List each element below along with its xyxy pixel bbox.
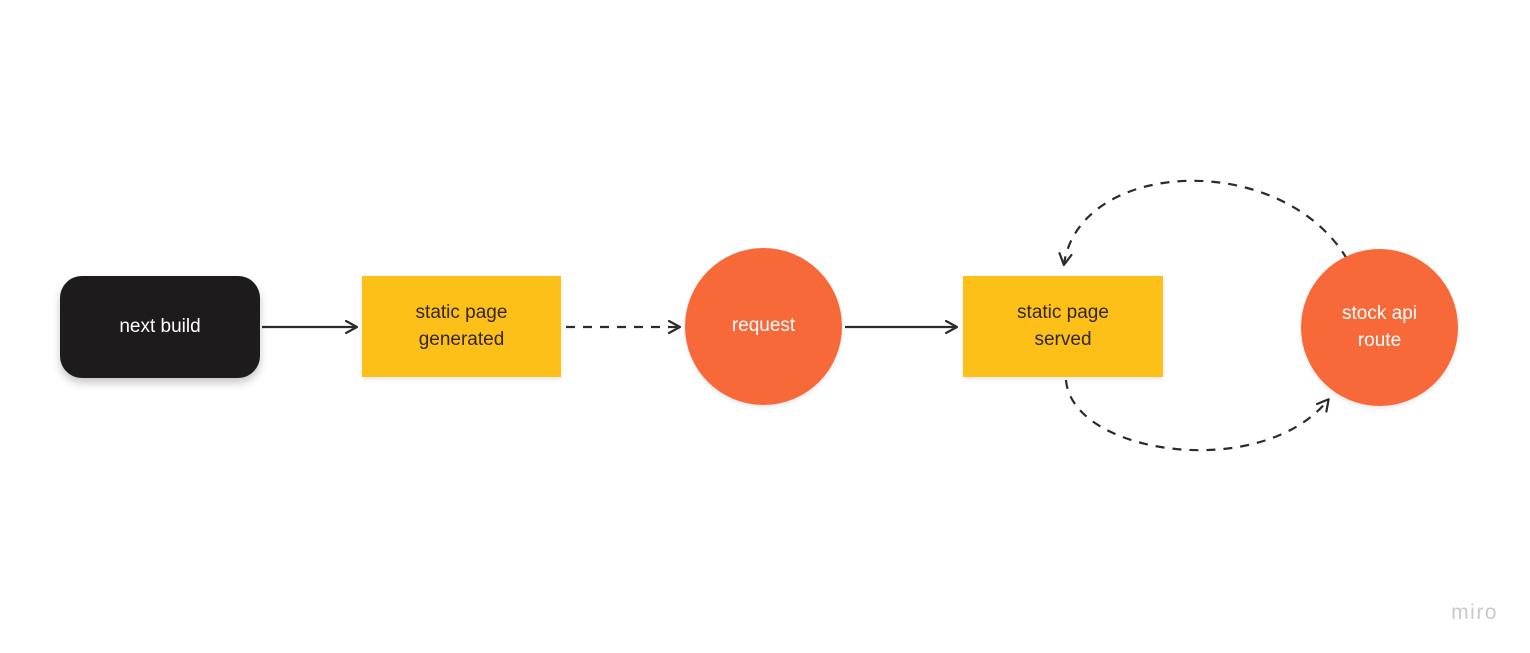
node-static-page-served[interactable]: static page served — [963, 276, 1163, 377]
node-request-label: request — [731, 315, 796, 337]
miro-watermark: miro — [1451, 601, 1498, 624]
node-static-page-generated-label: static page generated — [415, 302, 508, 350]
node-next-build[interactable]: next build — [60, 276, 260, 378]
node-static-page-served-label: static page served — [1017, 302, 1109, 350]
connector-static-page-served-to-stock-api-route[interactable] — [1064, 379, 1330, 452]
node-request[interactable]: request — [685, 248, 842, 405]
node-stock-api-route-label: stock api route — [1342, 303, 1417, 351]
connector-stock-api-route-to-static-page-served[interactable] — [1058, 179, 1348, 267]
node-static-page-generated[interactable]: static page generated — [362, 276, 561, 377]
node-stock-api-route[interactable]: stock api route — [1301, 249, 1458, 406]
node-next-build-label: next build — [119, 315, 201, 337]
